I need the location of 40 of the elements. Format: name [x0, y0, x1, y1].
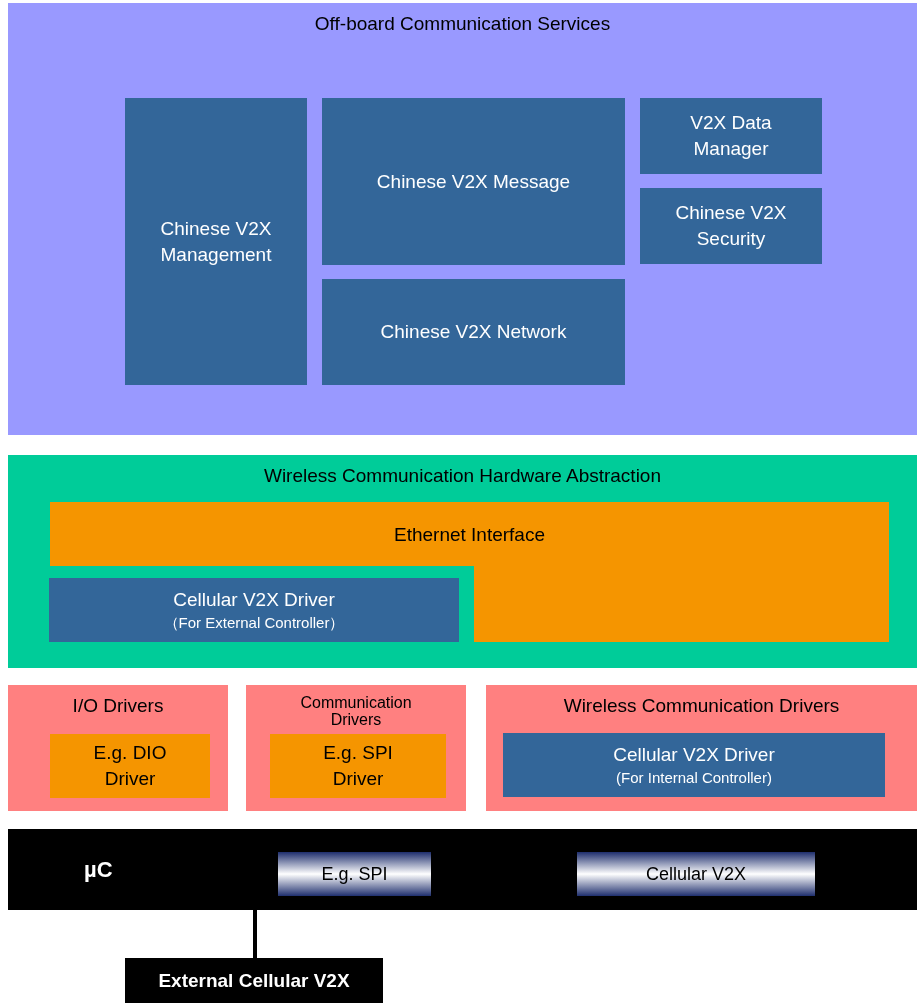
- group-heading: Wireless Communication Hardware Abstraction: [263, 464, 661, 488]
- module-label: Chinese V2X Network: [380, 320, 567, 345]
- group-heading: Communication Drivers: [299, 695, 413, 729]
- module-label: Cellular V2X Driver: [613, 743, 775, 768]
- module-label: Cellular V2X: [645, 862, 746, 886]
- module-box: [50, 734, 210, 798]
- peripheral-box: [278, 852, 431, 896]
- module-box: [322, 279, 625, 385]
- group-heading: Ethernet Interface: [393, 523, 545, 547]
- group-heading: Off-board Communication Services: [314, 12, 611, 36]
- module-box: [322, 98, 625, 265]
- module-box: [503, 733, 885, 797]
- module-label: V2X Data Manager: [689, 111, 773, 161]
- module-label: E.g. DIO Driver: [92, 741, 168, 791]
- driver-group-panel: [8, 685, 228, 811]
- module-box: [125, 98, 307, 385]
- driver-group-panel: [486, 685, 917, 811]
- module-box: [640, 98, 822, 174]
- driver-group-panel: [246, 685, 466, 811]
- microcontroller-band: [8, 829, 917, 910]
- module-label: Cellular V2X Driver: [173, 588, 335, 613]
- module-box: [270, 734, 446, 798]
- module-label: Chinese V2X Security: [674, 201, 788, 251]
- module-note: （For External Controller）: [163, 612, 345, 633]
- module-label: E.g. SPI: [321, 862, 388, 886]
- peripheral-box: [577, 852, 815, 896]
- module-label: Chinese V2X Management: [159, 216, 273, 267]
- module-box: [49, 578, 459, 642]
- layer-panel: [8, 455, 917, 668]
- group-heading: Wireless Communication Drivers: [563, 694, 840, 718]
- module-label: External Cellular V2X: [158, 968, 350, 993]
- module-label: Chinese V2X Message: [376, 169, 571, 194]
- external-device-box: [125, 958, 383, 1003]
- module-note: (For Internal Controller): [616, 767, 772, 788]
- chip-label: µC: [84, 855, 113, 884]
- group-heading: I/O Drivers: [72, 694, 164, 718]
- layer-panel: [8, 3, 917, 435]
- connector-line: [253, 910, 257, 958]
- module-label: E.g. SPI Driver: [322, 741, 394, 791]
- module-box: [640, 188, 822, 264]
